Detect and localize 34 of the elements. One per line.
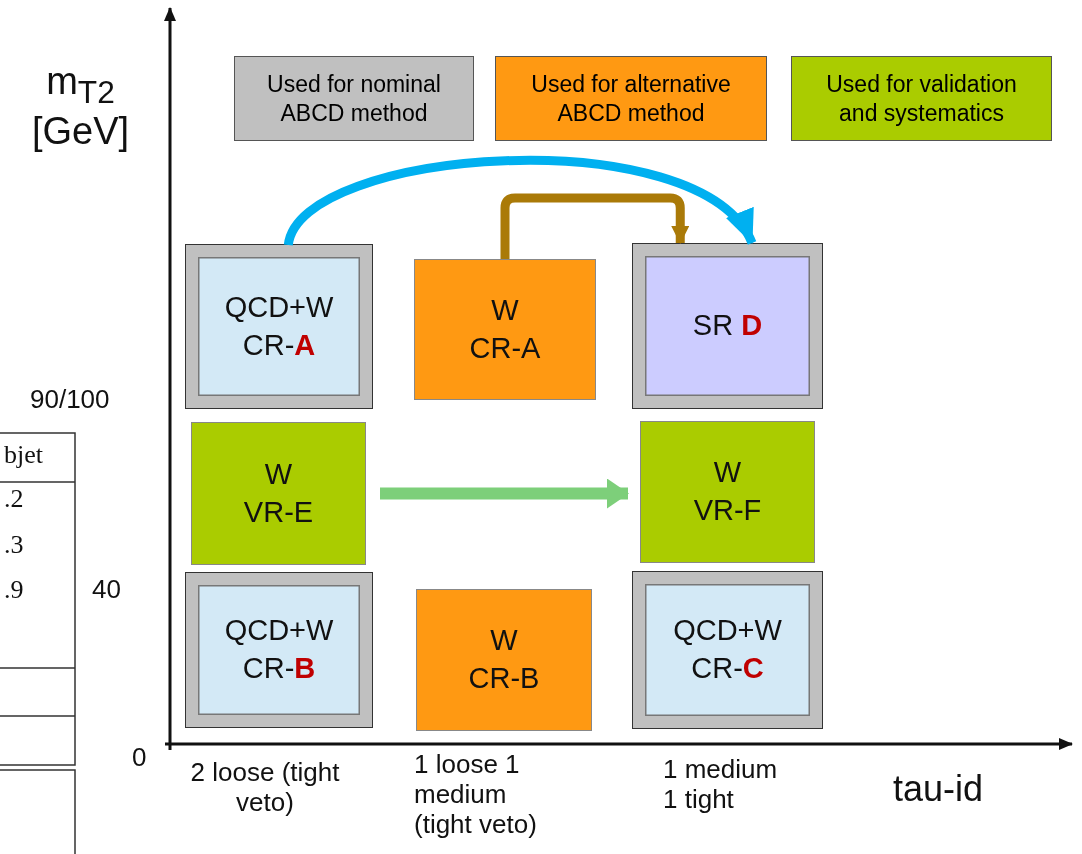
region-label: W CR-B	[467, 623, 541, 696]
arrow	[284, 156, 756, 247]
region-label: W CR-A	[468, 292, 542, 366]
region-box	[416, 589, 592, 731]
tick-label: 2 loose (tight veto)	[190, 758, 340, 818]
tick-label: 90/100	[30, 385, 110, 415]
table-cell: .2	[4, 484, 24, 514]
region-label: W VR-E	[242, 456, 315, 530]
tick-label: 1 medium 1 tight	[663, 755, 779, 815]
axis-title: tau-id	[893, 768, 984, 810]
framed-region-box	[186, 245, 372, 408]
tick-label: 1 loose 1 medium (tight veto)	[414, 750, 538, 840]
legend-text: Used for validation and systematics	[825, 69, 1018, 128]
tick-label: 40	[92, 575, 121, 605]
arrow	[380, 478, 629, 509]
table-header: bjet	[4, 440, 43, 470]
arrow	[500, 193, 690, 259]
region-label: QCD+W CR-C	[672, 613, 783, 686]
region-box	[191, 422, 366, 565]
framed-region-box	[186, 573, 372, 727]
region-box	[640, 421, 815, 563]
table-cell: .3	[4, 530, 24, 560]
region-label: SR D	[692, 308, 763, 344]
region-label: W VR-F	[692, 455, 763, 528]
framed-region-box	[633, 244, 822, 408]
legend-text: Used for nominal ABCD method	[266, 69, 442, 128]
region-label: QCD+W CR-B	[223, 613, 335, 686]
axis-title: m$_{T2}$ [GeV]	[30, 60, 131, 154]
framed-region-box	[633, 572, 822, 728]
legend-text: Used for alternative ABCD method	[530, 69, 732, 128]
table-cell: .9	[4, 575, 24, 605]
region-box	[414, 259, 596, 400]
tick-label: 0	[132, 743, 147, 773]
region-label: QCD+W CR-A	[223, 289, 335, 363]
